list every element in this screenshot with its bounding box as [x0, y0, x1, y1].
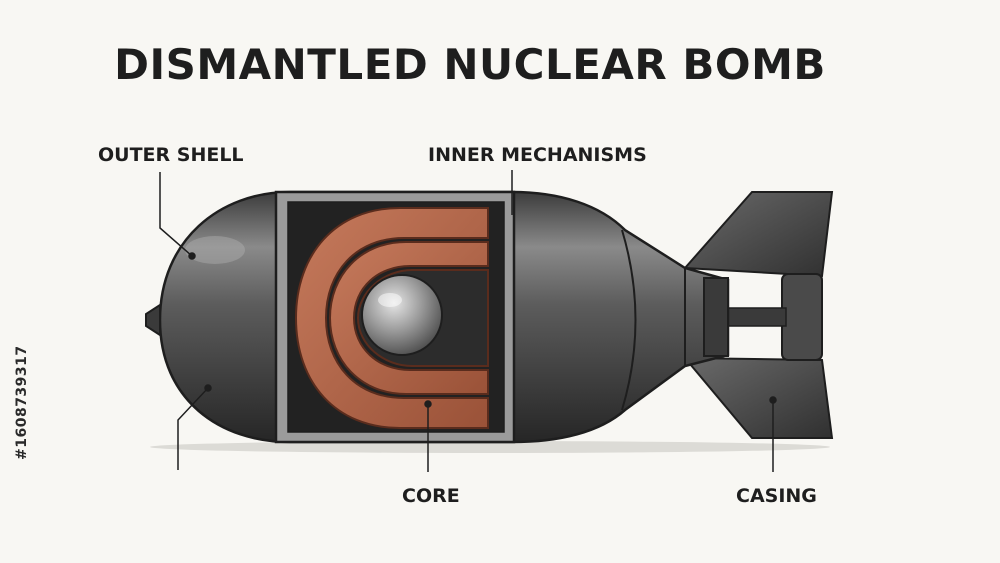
copper-layer-middle: [328, 241, 489, 395]
ground-shadow: [150, 441, 830, 453]
copper-layer-outer: [294, 207, 489, 429]
leader-lines: [159, 170, 777, 472]
diagram-title: DISMANTLED NUCLEAR BOMB: [114, 40, 826, 89]
tail-strut: [725, 307, 787, 327]
label-core: CORE: [402, 485, 460, 507]
label-inner-mechanisms: INNER MECHANISMS: [428, 144, 647, 166]
label-casing: CASING: [736, 485, 817, 507]
tail-fin-lower: [682, 356, 834, 439]
label-outer-shell: OUTER SHELL: [98, 144, 244, 166]
leader-dot-outer-shell-lower: [204, 384, 212, 392]
leader-line-outer-shell: [159, 172, 193, 257]
body-seam: [621, 229, 637, 411]
stock-image-id: #1608739317: [14, 345, 30, 460]
tail-fin-upper: [682, 191, 834, 278]
nose-tip: [145, 303, 161, 337]
cutaway-section: [274, 190, 516, 444]
tail-ring: [781, 273, 823, 361]
leader-dot-core: [424, 400, 432, 408]
leader-dot-outer-shell: [188, 252, 196, 260]
leader-line-outer-shell-lower: [177, 387, 209, 470]
leader-dot-casing: [769, 396, 777, 404]
core-sphere: [361, 274, 443, 356]
tail-collar: [703, 277, 729, 357]
nose-highlight: [185, 236, 245, 264]
core-sphere-highlight: [378, 293, 402, 307]
